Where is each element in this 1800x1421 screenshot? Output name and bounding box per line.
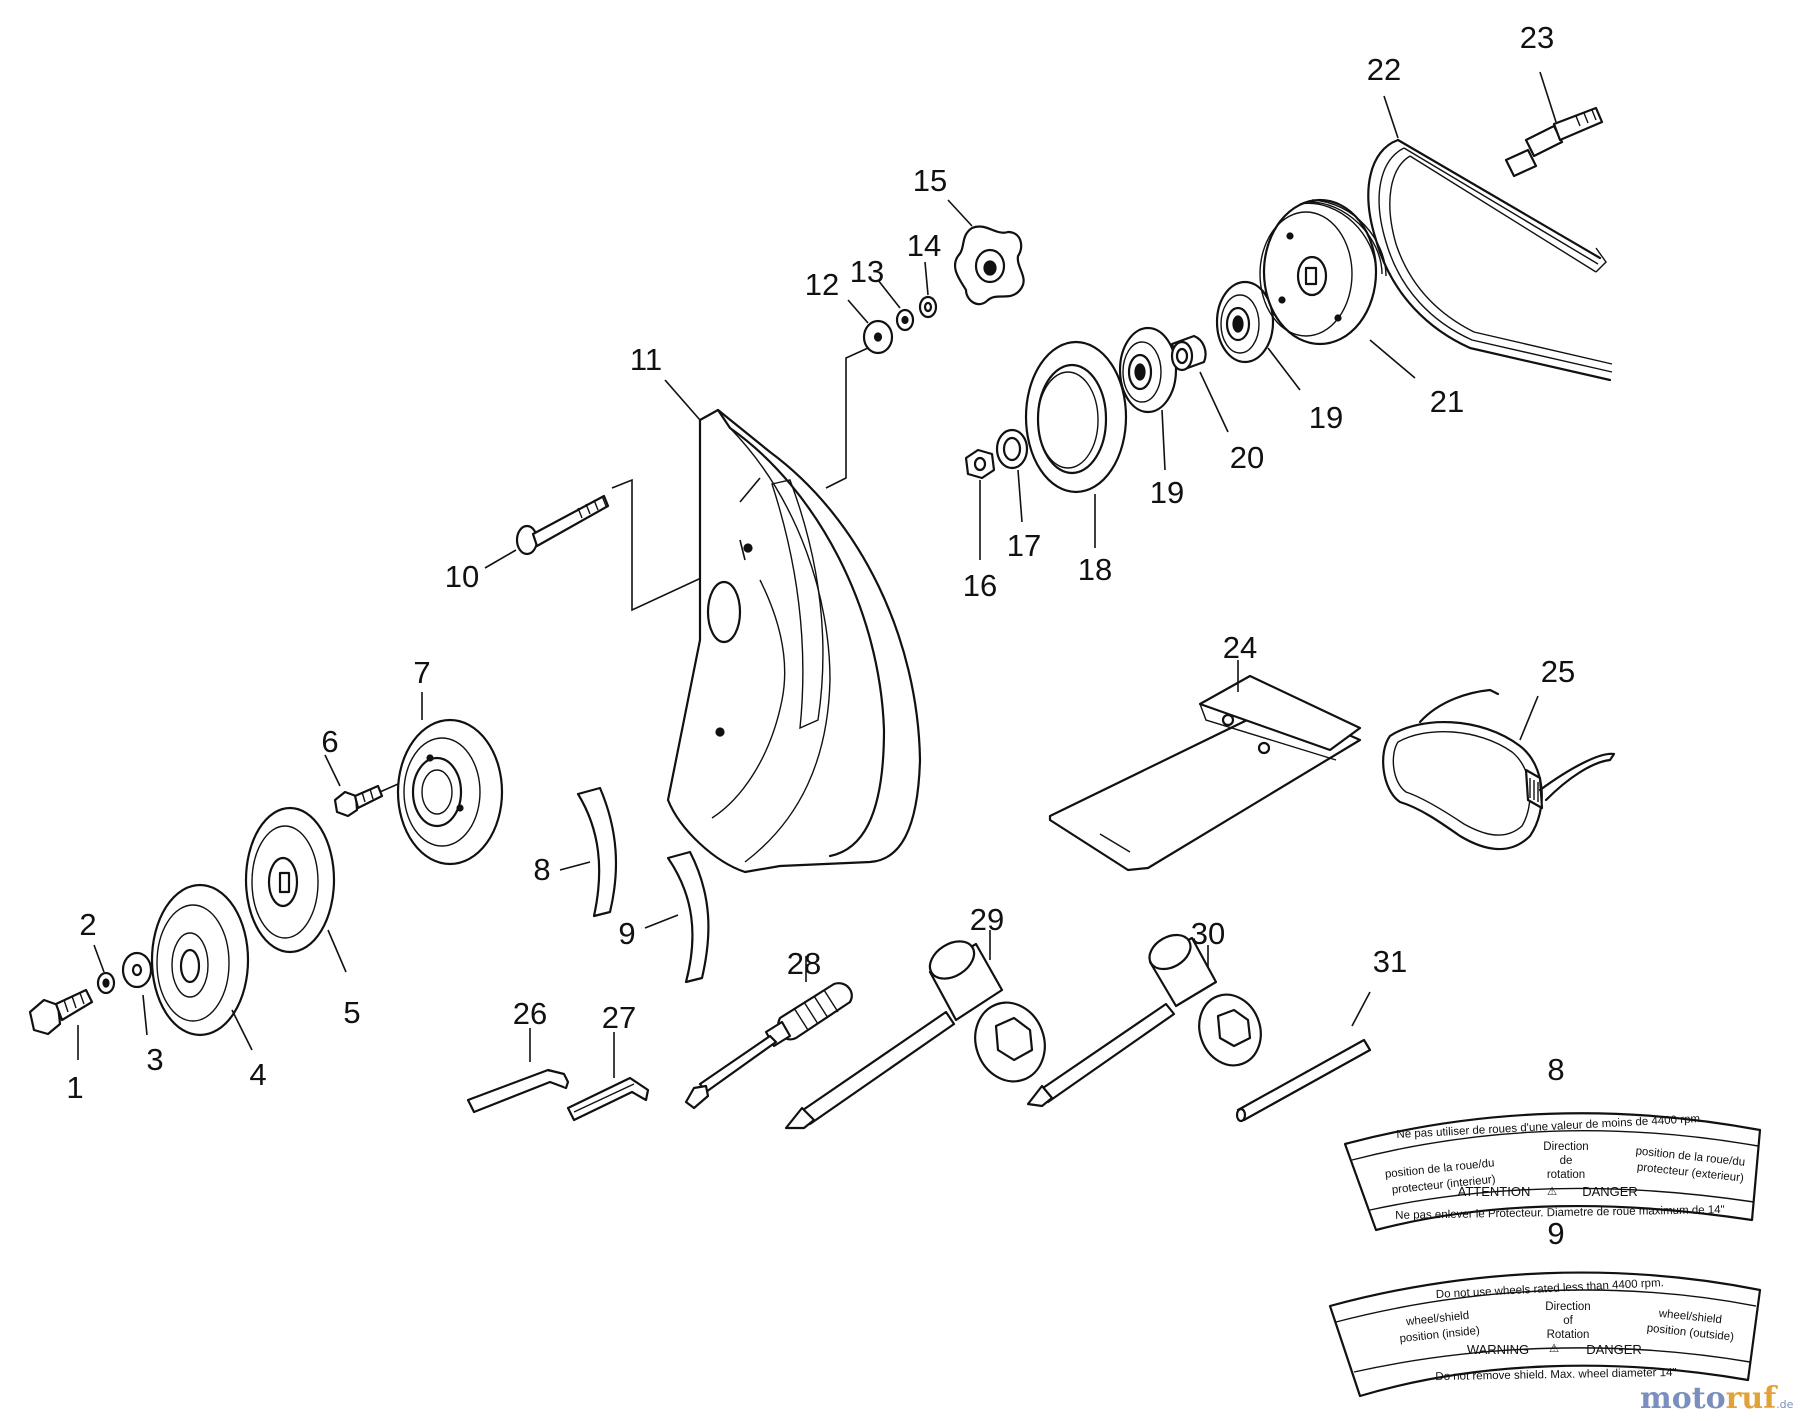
part-8-arc-plate <box>559 786 618 918</box>
part-label-8: 8 <box>533 852 550 887</box>
part-15-knob <box>947 199 1025 306</box>
part-label-18: 18 <box>1078 552 1112 587</box>
part-19-bearing-left <box>1118 326 1178 471</box>
decal-8-french: 8 Ne pas utiliser de roues d'une valeur … <box>1343 1052 1762 1232</box>
part-9-arc-plate <box>644 850 710 984</box>
part-20-spacer <box>1170 334 1229 433</box>
part-23-shaft-bolt <box>1504 71 1604 178</box>
part-21-pulley <box>1259 198 1416 379</box>
part-label-29: 29 <box>970 902 1004 937</box>
part-label-21: 21 <box>1430 384 1464 419</box>
part-12-washer <box>847 299 894 355</box>
decal-8-danger: DANGER <box>1582 1184 1638 1199</box>
part-label-4: 4 <box>249 1057 266 1092</box>
part-4-outer-flange <box>150 883 253 1051</box>
part-6-small-bolt <box>324 754 431 818</box>
part-label-13: 13 <box>850 254 884 289</box>
part-22-belt <box>1367 95 1613 382</box>
decal-8-rotation: rotation <box>1547 1169 1585 1181</box>
part-label-23: 23 <box>1520 20 1554 55</box>
decal-8-warning-icon: ⚠ <box>1547 1186 1558 1198</box>
part-16-nut <box>964 448 996 560</box>
part-10-carriage-bolt <box>484 478 741 612</box>
svg-text:motoruf.de: motoruf.de <box>1640 1381 1794 1416</box>
decal-8-attention: ATTENTION <box>1458 1184 1531 1199</box>
part-label-2: 2 <box>79 907 96 942</box>
part-2-washer <box>93 944 116 995</box>
part-label-1: 1 <box>66 1070 83 1105</box>
part-label-19-left: 19 <box>1150 475 1184 510</box>
part-label-10: 10 <box>445 559 479 594</box>
part-24-sheath <box>1048 660 1362 872</box>
part-label-24: 24 <box>1223 630 1257 665</box>
part-5-inner-flange <box>244 806 347 973</box>
part-label-12: 12 <box>805 267 839 302</box>
part-28-screwdriver <box>684 956 853 1110</box>
decal-9-danger: DANGER <box>1586 1342 1642 1357</box>
part-label-9: 9 <box>618 916 635 951</box>
decal-9-warning-icon: ⚠ <box>1549 1343 1560 1355</box>
part-label-20: 20 <box>1230 440 1264 475</box>
part-label-25: 25 <box>1541 654 1575 689</box>
part-label-5: 5 <box>343 995 360 1030</box>
watermark-logo: motoruf.de <box>1640 1381 1794 1416</box>
decal-9-rotation: Rotation <box>1547 1329 1590 1341</box>
part-label-6: 6 <box>321 724 338 759</box>
part-label-17: 17 <box>1007 528 1041 563</box>
part-13-washer <box>877 279 915 332</box>
decal-9-english: 9 Do not use wheels rated less than 4400… <box>1328 1216 1762 1398</box>
part-label-19-right: 19 <box>1309 400 1343 435</box>
part-31-rod <box>1235 991 1372 1123</box>
part-30-box-wrench <box>1026 933 1262 1108</box>
decal-8-direction: Direction <box>1543 1141 1588 1153</box>
watermark-part2: ruf <box>1726 1381 1779 1416</box>
part-11-wheel-guard <box>664 347 922 874</box>
part-label-15: 15 <box>913 163 947 198</box>
decal-9-direction: Direction <box>1545 1301 1590 1313</box>
decal-9-of: of <box>1563 1315 1573 1327</box>
part-3-flat-washer <box>121 951 153 1036</box>
decal-8-number: 8 <box>1547 1052 1564 1087</box>
decal-9-bottom: Do not remove shield. Max. wheel diamete… <box>1435 1367 1676 1383</box>
part-1-bolt <box>28 988 94 1060</box>
part-number-labels: 1 2 3 4 5 6 7 8 9 10 11 12 13 14 15 16 1… <box>66 20 1575 1105</box>
watermark-suffix: .de <box>1776 1398 1793 1411</box>
decal-8-bottom: Ne pas enlever le Protecteur. Diametre d… <box>1395 1204 1725 1222</box>
part-14-nut <box>918 261 938 319</box>
part-label-3: 3 <box>146 1042 163 1077</box>
part-label-14: 14 <box>907 228 941 263</box>
part-27-hex-key <box>566 1032 650 1122</box>
part-label-11: 11 <box>630 342 662 377</box>
watermark-part1: moto <box>1640 1381 1726 1416</box>
part-label-26: 26 <box>513 996 547 1031</box>
decal-9-warning: WARNING <box>1467 1342 1529 1357</box>
part-29-box-wrench <box>784 930 1046 1130</box>
part-label-16: 16 <box>963 568 997 603</box>
part-label-7: 7 <box>413 655 430 690</box>
part-label-28: 28 <box>787 946 821 981</box>
part-label-27: 27 <box>602 1000 636 1035</box>
part-19-bearing-right <box>1215 280 1301 391</box>
part-label-22: 22 <box>1367 52 1401 87</box>
decal-9-number: 9 <box>1547 1216 1564 1251</box>
part-25-goggles <box>1382 688 1616 851</box>
part-7-pulley-plate <box>396 692 504 866</box>
part-18-washer-ring <box>1024 340 1128 548</box>
decal-8-de: de <box>1560 1155 1573 1167</box>
part-label-30: 30 <box>1191 916 1225 951</box>
part-label-31: 31 <box>1373 944 1407 979</box>
part-17-lock-washer <box>995 428 1029 523</box>
part-26-hex-key <box>466 1028 570 1114</box>
